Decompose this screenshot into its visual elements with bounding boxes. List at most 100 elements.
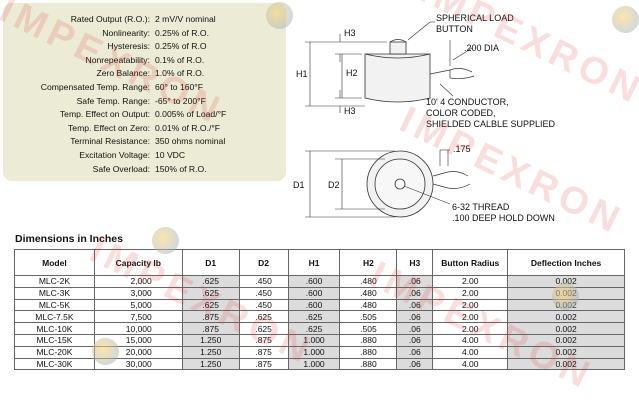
spec-value: 0.25% of R.O. xyxy=(155,27,209,38)
spec-value: 350 ohms nominal xyxy=(155,136,226,147)
table-cell: .06 xyxy=(396,322,434,335)
table-cell: .450 xyxy=(238,275,289,288)
table-cell: .450 xyxy=(238,286,289,300)
spec-label: Temp. Effect on Output: xyxy=(59,109,150,120)
spec-row: Compensated Temp. Range:60° to 160°F xyxy=(3,81,286,93)
spec-label: Nonlinearity: xyxy=(102,27,150,38)
table-cell: .600 xyxy=(287,275,341,288)
spec-row: Safe Temp. Range: -65° to 200°F xyxy=(3,95,286,107)
label-spherical-line2: BUTTON xyxy=(436,24,473,34)
table-cell: .06 xyxy=(396,345,434,359)
spec-row: Temp. Effect on Output: 0.005% of Load/°F xyxy=(3,108,286,120)
table-cell: .625 xyxy=(181,275,240,288)
table-cell: 0.002 xyxy=(507,310,625,324)
table-cell: .875 xyxy=(181,322,240,335)
column-header: D2 xyxy=(238,249,289,276)
table-cell: 2.00 xyxy=(432,275,509,288)
table-cell: .480 xyxy=(339,275,398,288)
table-cell: 20,000 xyxy=(93,345,183,359)
table-cell: MLC-20K xyxy=(14,345,95,359)
table-cell: 15,000 xyxy=(93,333,183,347)
table-cell: .06 xyxy=(396,357,434,371)
spec-label: Excitation Voltage: xyxy=(79,150,150,160)
spec-value: 60° to 160°F xyxy=(155,82,203,92)
table-cell: .06 xyxy=(396,333,434,347)
table-cell: .875 xyxy=(238,345,289,359)
table-cell: 0.002 xyxy=(507,286,625,300)
table-cell: .625 xyxy=(181,298,240,312)
table-cell: .600 xyxy=(287,298,341,312)
table-cell: MLC-5K xyxy=(14,298,95,312)
spec-value: 0.1% of R.O. xyxy=(155,54,205,65)
table-cell: 7,500 xyxy=(93,310,183,324)
table-cell: .880 xyxy=(339,345,398,359)
table-cell: 0.002 xyxy=(507,322,625,335)
spec-value: 0.01% of R.O./°F xyxy=(155,122,221,133)
label-conductor-line2: COLOR CODED, xyxy=(426,108,496,118)
table-cell: 1.000 xyxy=(287,333,341,347)
label-conductor-line1: 10' 4 CONDUCTOR, xyxy=(426,97,509,107)
spec-label: Temp. Effect on Zero: xyxy=(68,122,150,133)
spec-value: 150% of R.O. xyxy=(155,163,207,174)
table-cell: .625 xyxy=(287,310,341,324)
spec-label: Safe Temp. Range: xyxy=(76,95,150,106)
table-cell: .625 xyxy=(238,322,289,335)
spec-value: 10 VDC xyxy=(155,150,186,160)
table-cell: 1.000 xyxy=(287,357,341,371)
table-cell: .880 xyxy=(339,357,398,371)
spec-label: Terminal Resistance: xyxy=(70,136,150,147)
table-cell: .875 xyxy=(238,357,289,371)
table-cell: .880 xyxy=(339,333,398,347)
spec-value: 0.005% of Load/°F xyxy=(155,109,227,120)
table-cell: .06 xyxy=(396,310,434,324)
spec-value: -65° to 200°F xyxy=(155,95,206,106)
table-cell: .600 xyxy=(287,286,341,300)
spec-value: 2 mV/V nominal xyxy=(155,14,216,24)
spec-label: Rated Output (R.O.): xyxy=(70,14,150,24)
load-button-side xyxy=(389,41,407,55)
table-cell: .875 xyxy=(238,333,289,347)
spec-row: Temp. Effect on Zero: 0.01% of R.O./°F xyxy=(3,122,286,134)
load-cell-drawing: H3 H1 H2 H3 SPHERICAL LOAD BUTTON .200 D… xyxy=(293,13,556,223)
table-cell: 0.002 xyxy=(507,298,625,312)
spec-row: Nonrepeatability: 0.1% of R.O. xyxy=(3,54,286,66)
spec-label: Nonrepeatability: xyxy=(85,54,151,65)
label-h3-bottom: H3 xyxy=(344,106,356,116)
column-header: Model xyxy=(14,249,95,276)
spec-row: Hysteresis: 0.25% of R.O xyxy=(3,40,286,52)
hold-down-thread xyxy=(394,178,406,190)
label-thread-line2: .100 DEEP HOLD DOWN xyxy=(452,213,555,223)
table-cell: .06 xyxy=(396,298,434,312)
spec-value: 0.25% of R.O xyxy=(155,41,207,52)
table-cell: .480 xyxy=(339,286,398,300)
spec-label: Safe Overload: xyxy=(92,163,150,174)
table-cell: MLC-10K xyxy=(14,322,95,335)
table-cell: .875 xyxy=(181,310,240,324)
spec-label: Hysteresis: xyxy=(107,41,151,52)
table-cell: 2,000 xyxy=(93,275,183,288)
table-cell: 0.002 xyxy=(507,333,625,347)
table-cell: 1.250 xyxy=(181,333,240,347)
table-cell: 0.002 xyxy=(507,345,625,359)
table-cell: MLC-7.5K xyxy=(14,310,95,324)
table-cell: .625 xyxy=(287,322,341,335)
table-cell: 2.00 xyxy=(432,298,509,312)
column-header: D1 xyxy=(181,249,240,276)
label-h1: H1 xyxy=(296,69,308,79)
label-h3-top: H3 xyxy=(344,28,356,38)
spec-row: Zero Balance:1.0% of R.O. xyxy=(3,67,286,79)
table-cell: .625 xyxy=(238,310,289,324)
label-dia: .200 DIA xyxy=(464,43,499,53)
spec-row: Rated Output (R.O.): 2 mV/V nominal xyxy=(3,13,286,25)
table-cell: .06 xyxy=(396,275,434,288)
label-h2: H2 xyxy=(346,68,358,78)
table-cell: .625 xyxy=(181,286,240,300)
table-cell: MLC-3K xyxy=(14,286,95,300)
spec-row: Nonlinearity: 0.25% of R.O. xyxy=(3,27,286,39)
table-cell: .450 xyxy=(238,298,289,312)
column-header: H1 xyxy=(287,249,341,276)
table-cell: 4.00 xyxy=(432,333,509,347)
